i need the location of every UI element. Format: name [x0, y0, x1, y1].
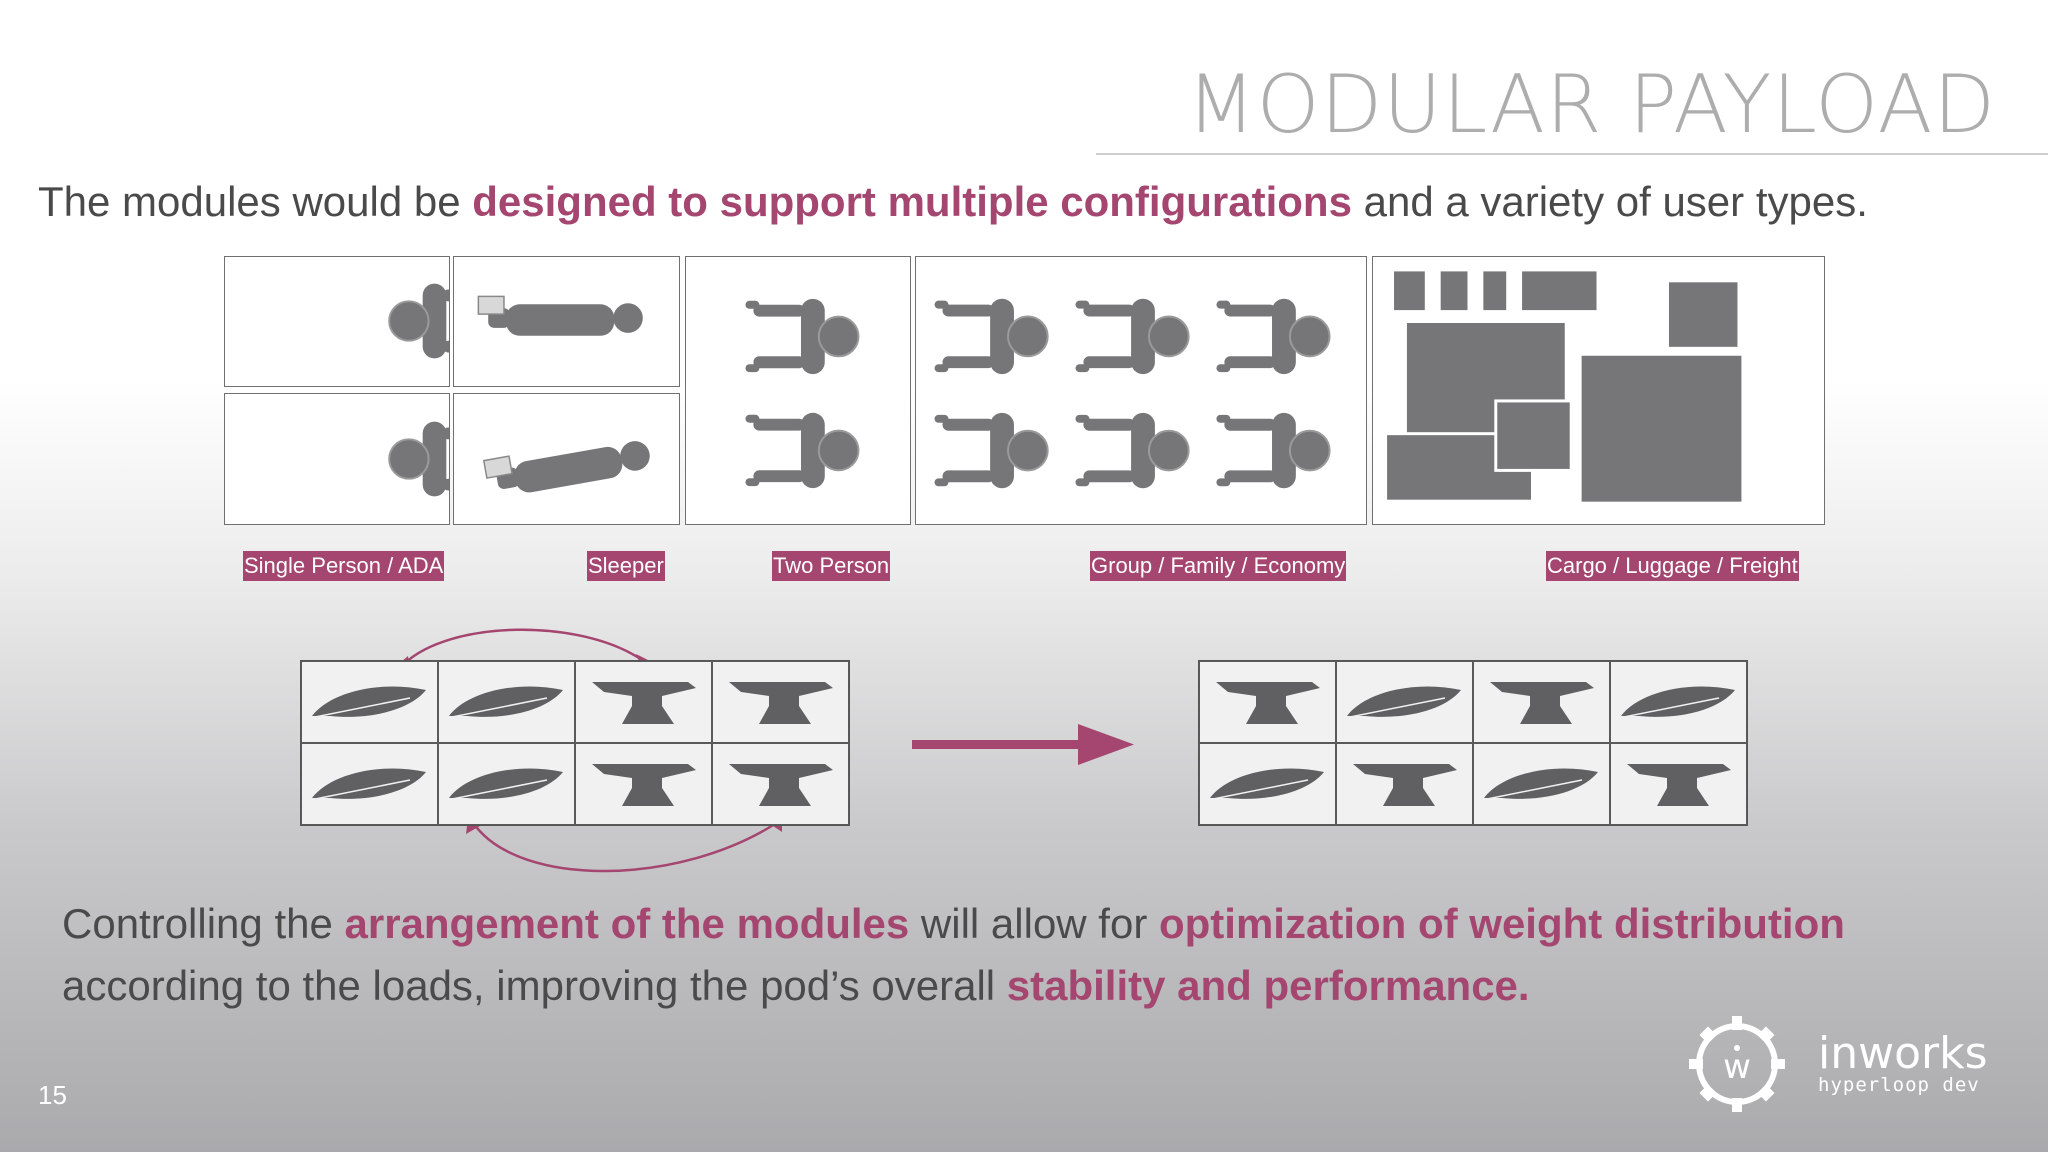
module-cell — [438, 743, 575, 825]
logo-gear-icon: w — [1689, 1016, 1785, 1112]
feather-icon — [309, 767, 427, 801]
module-cell — [1473, 661, 1610, 743]
single-person-panel-bottom — [224, 393, 450, 525]
module-cell — [438, 661, 575, 743]
module-cell — [712, 743, 849, 825]
anvil-icon — [728, 764, 833, 806]
feather-icon — [1344, 685, 1462, 719]
person-icon — [744, 297, 860, 490]
feather-icon — [1207, 767, 1325, 801]
module-cell — [1610, 743, 1747, 825]
logo-name: inworks — [1818, 1028, 1988, 1079]
logo-tagline: hyperloop dev — [1818, 1074, 1980, 1096]
module-cell — [1610, 661, 1747, 743]
feather-icon — [446, 685, 564, 719]
feather-icon — [446, 767, 564, 801]
group-panel — [915, 256, 1367, 525]
subtitle-highlight: designed to support multiple configurati… — [472, 178, 1352, 225]
subtitle: The modules would be designed to support… — [38, 178, 1868, 226]
person-icon — [388, 420, 449, 498]
module-cell — [1199, 661, 1336, 743]
bottom-text-h2: optimization of weight distribution — [1159, 900, 1845, 947]
module-cell — [301, 661, 438, 743]
feather-icon — [309, 685, 427, 719]
module-cell — [1336, 661, 1473, 743]
module-cell — [712, 661, 849, 743]
config-label-two-person: Two Person — [772, 551, 891, 581]
anvil-icon — [591, 682, 696, 724]
module-grid-before — [300, 660, 850, 826]
page-number: 15 — [38, 1080, 67, 1110]
page-title: MODULAR PAYLOAD — [1186, 58, 1996, 151]
person-icon — [388, 282, 449, 360]
feather-icon — [1618, 685, 1736, 719]
anvil-icon — [1489, 682, 1594, 724]
sleeper-panel-top — [453, 256, 680, 387]
two-person-panel — [685, 256, 911, 525]
cargo-boxes-icon — [1384, 268, 1745, 505]
sleeper-panel-bottom — [453, 393, 680, 525]
bottom-text-p3: according to the loads, improving the po… — [62, 962, 1007, 1009]
bottom-text-h1: arrangement of the modules — [344, 900, 910, 947]
arrow-right-icon — [912, 724, 1134, 765]
svg-text:w: w — [1723, 1047, 1751, 1087]
module-cell — [1199, 743, 1336, 825]
bottom-text-p2: will allow for — [909, 900, 1159, 947]
subtitle-post: and a variety of user types. — [1351, 178, 1868, 225]
title-divider — [1096, 153, 2048, 155]
anvil-icon — [1215, 682, 1320, 724]
config-label-sleeper: Sleeper — [587, 551, 665, 581]
bottom-text-h3: stability and performance. — [1006, 962, 1530, 1009]
bottom-text: Controlling the arrangement of the modul… — [62, 893, 2022, 1017]
module-cell — [1473, 743, 1610, 825]
anvil-icon — [1352, 764, 1457, 806]
anvil-icon — [591, 764, 696, 806]
module-cell — [575, 743, 712, 825]
sleeper-icon — [483, 431, 654, 501]
config-label-single-person: Single Person / ADA — [243, 551, 445, 581]
module-grid-after — [1198, 660, 1748, 826]
anvil-icon — [728, 682, 833, 724]
bottom-text-p1: Controlling the — [62, 900, 345, 947]
config-label-cargo: Cargo / Luggage / Freight — [1546, 551, 1799, 581]
sleeper-icon — [477, 295, 644, 337]
module-cell — [575, 661, 712, 743]
anvil-icon — [1626, 764, 1731, 806]
cargo-panel — [1372, 256, 1825, 525]
config-label-group: Group / Family / Economy — [1090, 551, 1347, 581]
feather-icon — [1481, 767, 1599, 801]
person-icon — [933, 297, 1331, 490]
subtitle-pre: The modules would be — [38, 178, 473, 225]
single-person-panel-top — [224, 256, 450, 387]
module-cell — [301, 743, 438, 825]
module-cell — [1336, 743, 1473, 825]
